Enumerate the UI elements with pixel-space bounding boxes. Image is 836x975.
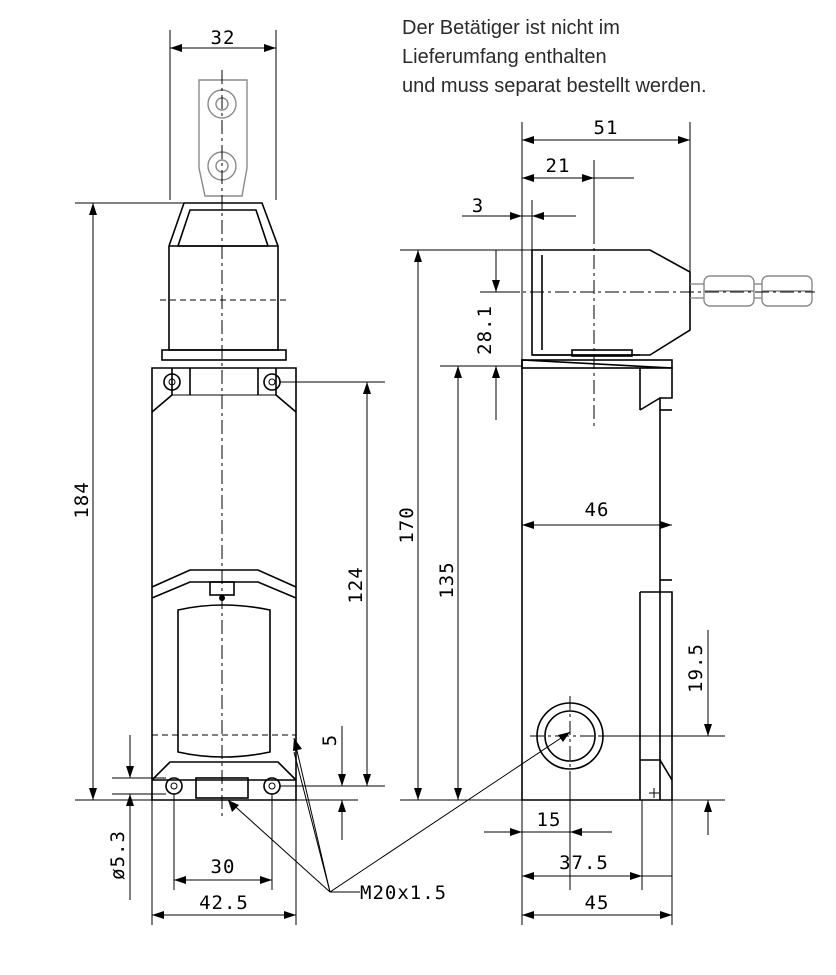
dim-5: 5 bbox=[319, 734, 341, 746]
dim-124: 124 bbox=[345, 566, 367, 603]
delivery-note: Der Betätiger ist nicht im Lieferumfang … bbox=[402, 14, 707, 101]
side-actuator bbox=[690, 275, 813, 307]
dim-21: 21 bbox=[546, 155, 571, 177]
front-dimensions: 32 184 124 5 ø5.3 30 bbox=[71, 27, 385, 925]
dim-51: 51 bbox=[594, 117, 619, 139]
dim-37-5: 37.5 bbox=[559, 852, 609, 874]
side-head bbox=[531, 249, 691, 356]
front-view bbox=[151, 70, 297, 820]
front-head bbox=[161, 202, 287, 361]
dim-32: 32 bbox=[211, 27, 236, 49]
delivery-note-line-3: und muss separat bestellt werden. bbox=[402, 75, 707, 97]
dim-hole-diameter: ø5.3 bbox=[107, 830, 129, 880]
front-actuator bbox=[198, 79, 248, 197]
dim-3: 3 bbox=[472, 195, 484, 217]
thread-label: M20x1.5 bbox=[360, 882, 447, 904]
dim-184: 184 bbox=[71, 481, 93, 518]
dim-42-5: 42.5 bbox=[199, 892, 249, 914]
thread-callout: M20x1.5 bbox=[227, 731, 571, 904]
side-dimensions: 51 21 3 170 135 28.1 46 bbox=[396, 117, 725, 925]
delivery-note-line-1: Der Betätiger ist nicht im bbox=[402, 17, 620, 39]
dim-28-1: 28.1 bbox=[474, 305, 496, 355]
front-housing bbox=[151, 367, 297, 801]
dim-30: 30 bbox=[211, 856, 236, 878]
dim-46: 46 bbox=[585, 499, 610, 521]
dim-45: 45 bbox=[585, 892, 610, 914]
dim-135: 135 bbox=[436, 561, 458, 598]
delivery-note-line-2: Lieferumfang enthalten bbox=[402, 46, 607, 68]
dim-19-5: 19.5 bbox=[685, 643, 707, 693]
side-view bbox=[480, 230, 815, 801]
dim-170: 170 bbox=[396, 506, 418, 543]
dim-15: 15 bbox=[537, 809, 562, 831]
